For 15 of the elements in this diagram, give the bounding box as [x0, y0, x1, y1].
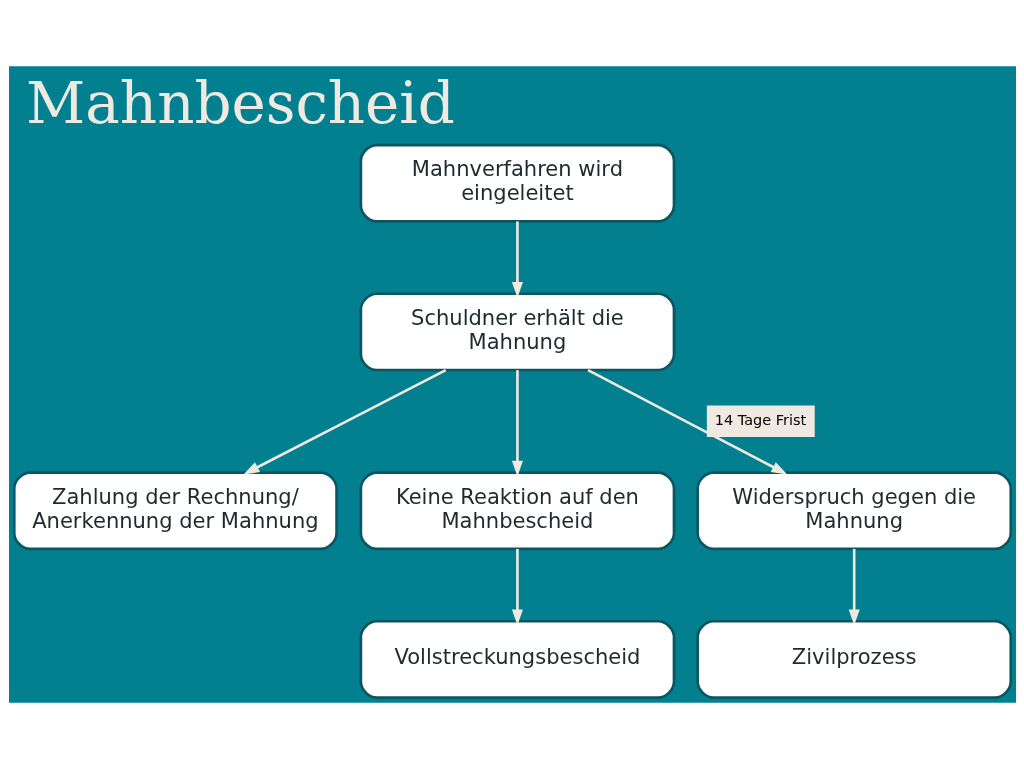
node-box: Widerspruch gegen die Mahnung: [695, 470, 1012, 550]
arrow: [242, 368, 446, 474]
arrow: [848, 548, 860, 625]
arrow: [511, 220, 523, 298]
node-box: Mahnverfahren wird eingeleitet: [359, 143, 675, 223]
arrow: [586, 368, 787, 474]
node-box: Zivilprozess: [695, 619, 1012, 699]
arrow: [511, 548, 523, 625]
diagram-title: Mahnbescheid: [25, 68, 455, 137]
edge-label: 14 Tage Frist: [714, 411, 806, 428]
arrow: [511, 369, 523, 477]
node-box: Zahlung der Rechnung/ Anerkennung der Mahnung: [12, 470, 338, 550]
node-box: Vollstreckungsbescheid: [359, 619, 675, 699]
node-box: Schuldner erhält die Mahnung: [359, 291, 675, 371]
node-box: Keine Reaktion auf den Mahnbescheid: [359, 470, 675, 550]
